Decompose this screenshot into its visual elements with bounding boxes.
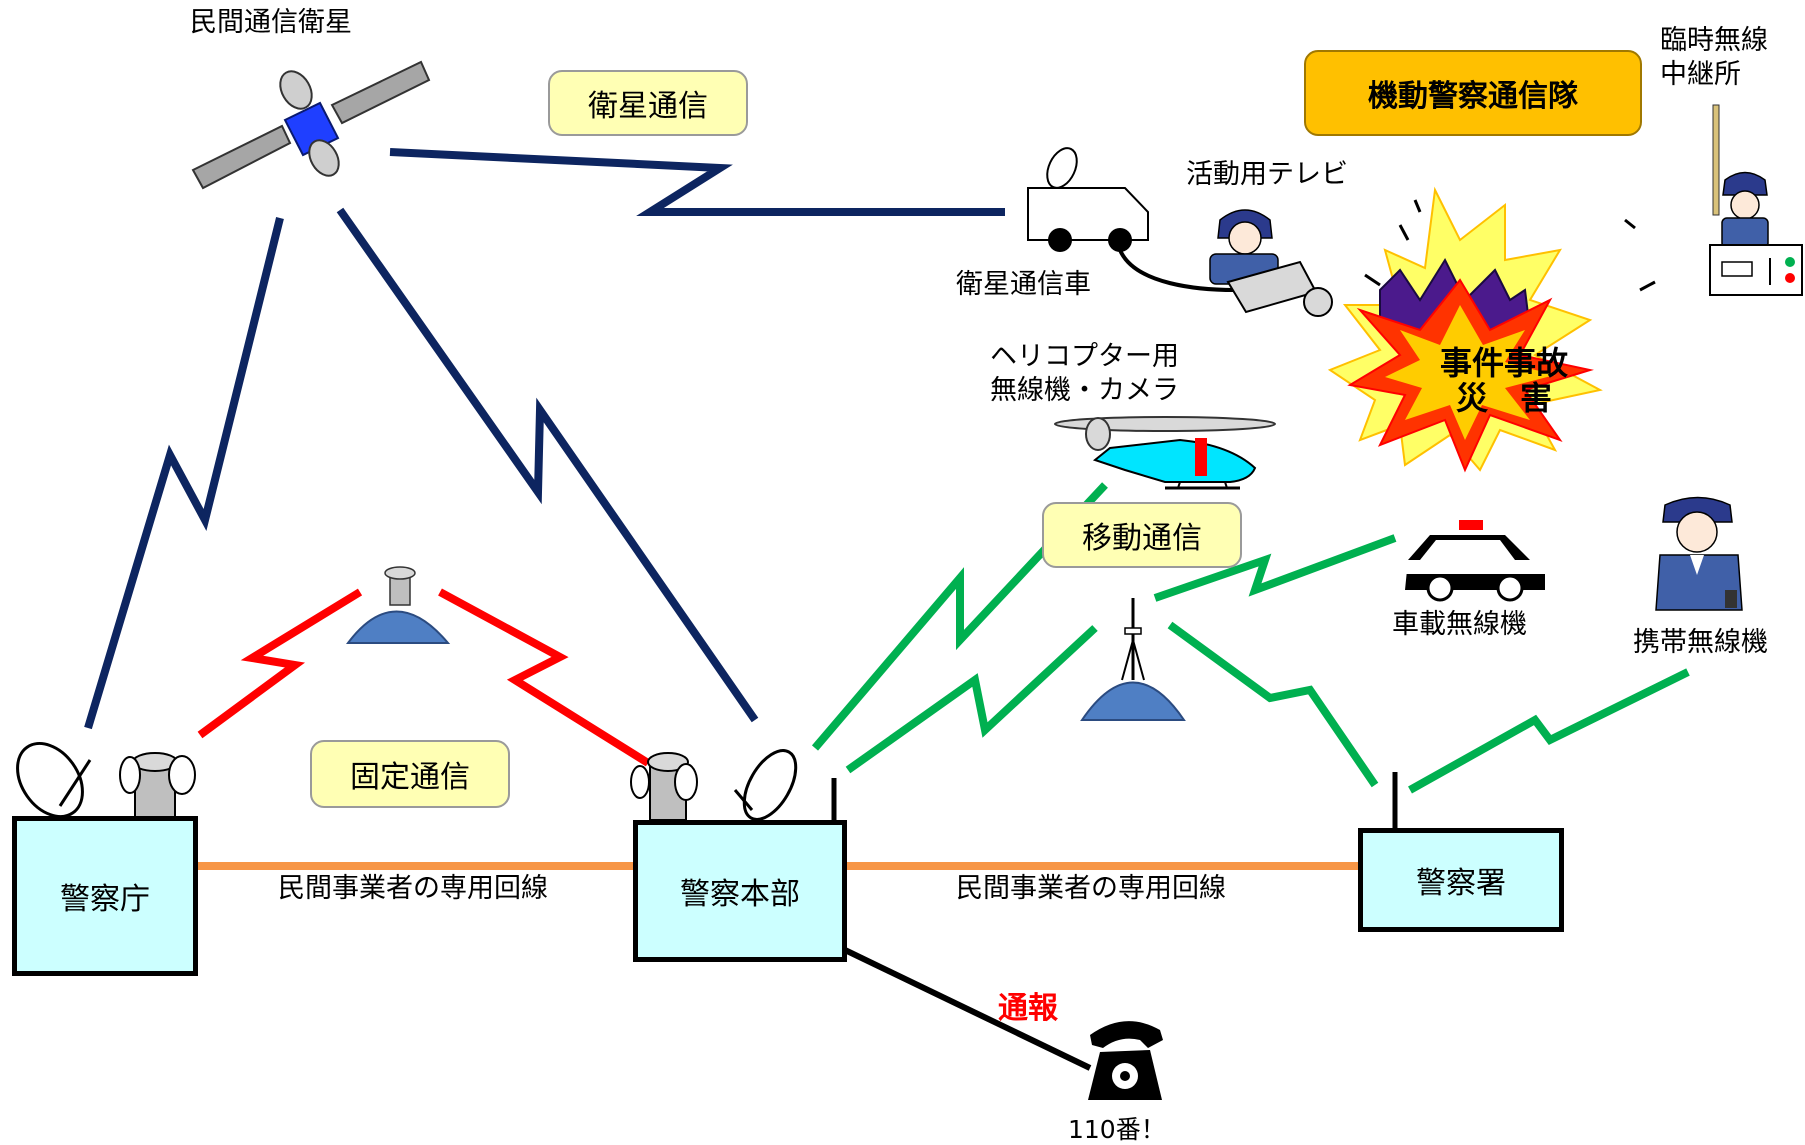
npa-box: 警察庁 bbox=[12, 816, 198, 976]
activity-tv-label: 活動用テレビ bbox=[1186, 159, 1348, 190]
fixed-link-left bbox=[197, 588, 363, 739]
leased-line-label-left: 民間事業者の専用回線 bbox=[278, 873, 548, 904]
dish-antenna-icon bbox=[16, 742, 1398, 832]
incident-label: 事件事故 災 害 bbox=[1440, 344, 1569, 418]
police-hq-label: 警察本部 bbox=[680, 877, 800, 912]
emergency-110-label: 110番！ bbox=[1068, 1115, 1166, 1144]
camera-officer-icon bbox=[1209, 209, 1333, 317]
fixed-link-right bbox=[438, 588, 651, 767]
satellite-comm-label: 衛星通信 bbox=[548, 70, 748, 136]
incident-label-line2: 災 害 bbox=[1456, 379, 1553, 418]
telephone-icon bbox=[1088, 1021, 1163, 1100]
explosion-icon bbox=[1327, 186, 1656, 473]
satellite-link-to-hq bbox=[336, 207, 759, 723]
satellite-car-label: 衛星通信車 bbox=[956, 269, 1091, 300]
satellite-truck-icon bbox=[1027, 147, 1236, 292]
helicopter-label-line1: ヘリコプター用 bbox=[990, 341, 1179, 372]
police-officer-icon bbox=[1655, 496, 1743, 611]
mobile-link-station bbox=[1167, 621, 1379, 788]
police-station-label: 警察署 bbox=[1416, 866, 1506, 901]
relay-tower-mobile-icon bbox=[1080, 598, 1186, 721]
helicopter-label-line2: 無線機・カメラ bbox=[990, 374, 1179, 406]
mobile-link-car bbox=[1153, 534, 1397, 602]
satellite-icon bbox=[191, 60, 431, 190]
portable-radio-label: 携帯無線機 bbox=[1633, 627, 1768, 658]
helicopter-icon bbox=[1054, 416, 1276, 490]
report-label: 通報 bbox=[998, 991, 1058, 1026]
incident-label-line1: 事件事故 bbox=[1440, 344, 1569, 382]
police-hq-box: 警察本部 bbox=[633, 820, 847, 962]
police-car-icon bbox=[1405, 520, 1545, 602]
temp-relay-label-line2: 中継所 bbox=[1660, 58, 1741, 90]
radio-tower-icon bbox=[346, 566, 451, 644]
police-station-box: 警察署 bbox=[1358, 828, 1564, 932]
temp-relay-label-line1: 臨時無線 bbox=[1660, 25, 1768, 56]
helicopter-equipment-label: ヘリコプター用 無線機・カメラ bbox=[990, 340, 1179, 408]
mobile-link-heli bbox=[811, 482, 1108, 751]
mobile-link-tower-hq bbox=[845, 625, 1098, 774]
mobile-links bbox=[811, 482, 1690, 794]
fixed-comm-label: 固定通信 bbox=[310, 740, 510, 808]
mobile-link-portable bbox=[1408, 668, 1690, 794]
satellite-link-to-npa bbox=[84, 217, 284, 730]
mobile-unit-label: 機動警察通信隊 bbox=[1304, 50, 1642, 136]
satellite-link-to-truck bbox=[389, 148, 1005, 216]
mobile-comm-label: 移動通信 bbox=[1042, 502, 1242, 568]
temp-relay-label: 臨時無線 中継所 bbox=[1660, 24, 1768, 92]
relay-officer-icon bbox=[1709, 104, 1803, 296]
fixed-links bbox=[197, 588, 651, 767]
car-radio-label: 車載無線機 bbox=[1392, 609, 1527, 640]
npa-label: 警察庁 bbox=[60, 882, 150, 917]
report-line bbox=[843, 947, 1092, 1071]
satellite-links bbox=[84, 148, 1005, 730]
satellite-label: 民間通信衛星 bbox=[190, 7, 352, 38]
leased-line-label-right: 民間事業者の専用回線 bbox=[956, 873, 1226, 904]
